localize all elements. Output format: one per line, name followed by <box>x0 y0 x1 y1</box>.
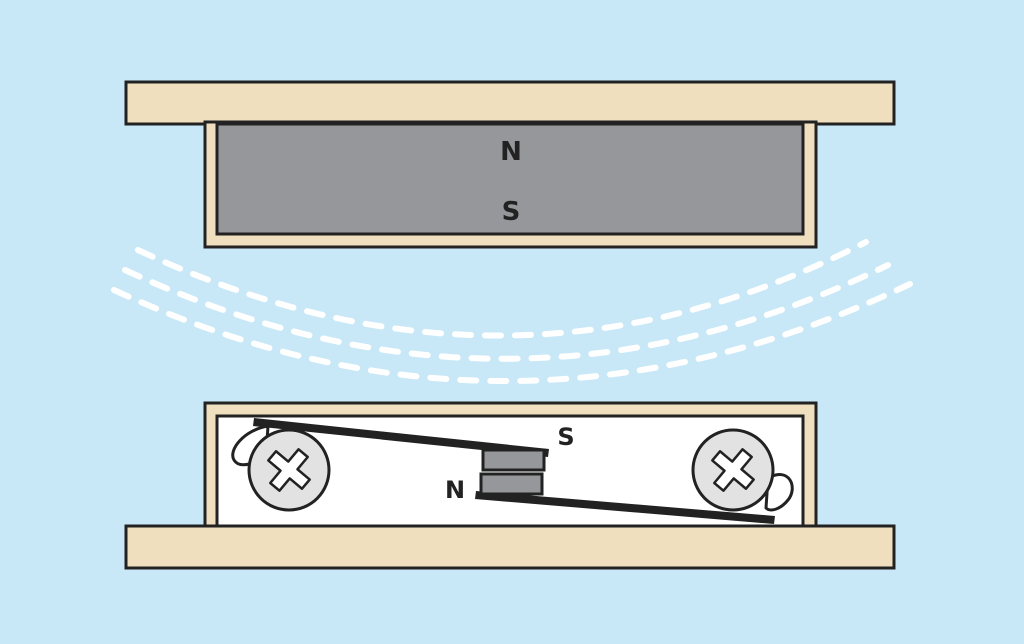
upper-magnet-assembly: N S <box>124 80 896 249</box>
left-screw <box>231 424 331 512</box>
permanent-magnet <box>215 122 805 236</box>
contact-north-label: N <box>445 476 465 504</box>
field-line-1 <box>135 239 869 339</box>
magnet-south-label: S <box>502 197 521 227</box>
lower-reed-blade <box>475 491 775 524</box>
field-line-2 <box>122 262 891 362</box>
magnetic-field-lines <box>111 239 913 384</box>
right-screw <box>691 428 794 512</box>
lower-mounting-flange <box>124 524 896 570</box>
reed-switch-assembly: S N <box>124 401 896 570</box>
cross-slot-icon <box>267 448 311 492</box>
upper-contact-magnet <box>481 448 546 472</box>
lower-contact-magnet <box>479 472 544 496</box>
right-mounting-tab <box>764 473 794 512</box>
magnet-north-label: N <box>500 137 522 167</box>
upper-reed-blade <box>253 418 549 457</box>
upper-mounting-flange <box>124 80 896 126</box>
contact-south-label: S <box>557 423 574 451</box>
field-line-3 <box>111 281 913 384</box>
cross-slot-icon <box>711 448 755 492</box>
